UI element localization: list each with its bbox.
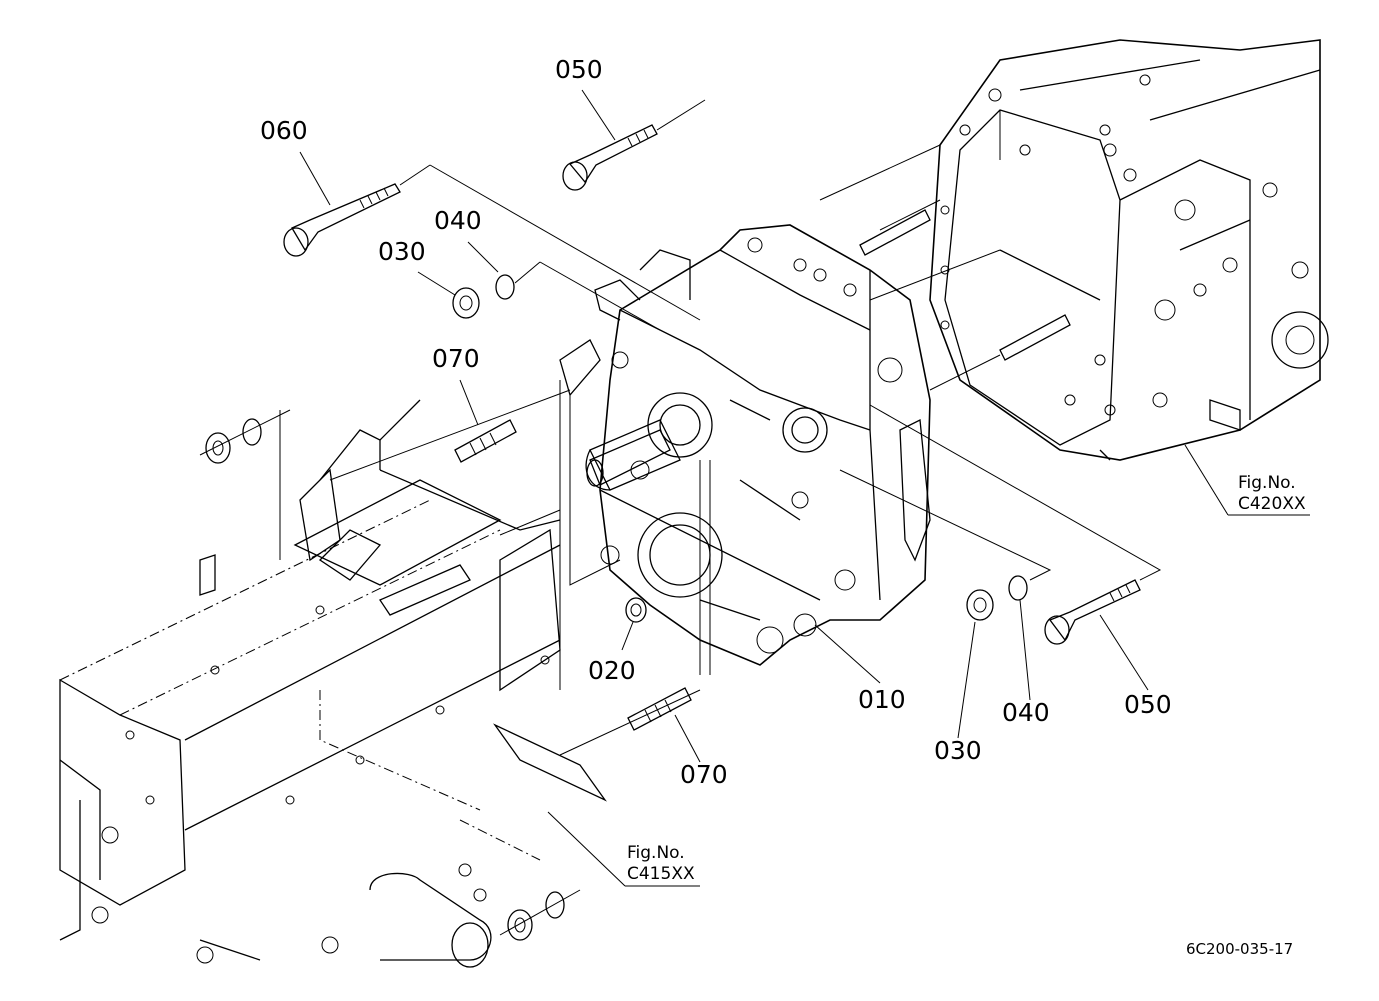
callout-050-upper: 050 — [555, 55, 603, 84]
callout-050-lower: 050 — [1124, 690, 1172, 719]
callout-010: 010 — [858, 685, 906, 714]
callout-leaders — [299, 89, 1310, 887]
nut-washer-upper — [452, 274, 515, 319]
frame-assembly — [59, 380, 607, 968]
stud-070-lower — [627, 687, 692, 731]
assembly-lines — [329, 110, 1162, 756]
frame-nut-washer-bottom — [499, 889, 581, 941]
bolt-060 — [283, 183, 401, 257]
callout-060: 060 — [260, 116, 308, 145]
figure-reference-c415xx[interactable]: Fig.No. C415XX — [627, 843, 695, 886]
callout-070-upper: 070 — [432, 344, 480, 373]
callout-030-upper: 030 — [378, 237, 426, 266]
figure-reference-number: C415XX — [627, 864, 695, 885]
figure-reference-c420xx[interactable]: Fig.No. C420XX — [1238, 473, 1306, 516]
part-020-ring — [625, 597, 647, 623]
figure-reference-label: Fig.No. — [1238, 473, 1296, 493]
bolt-050-lower — [1044, 579, 1141, 645]
drawing-id: 6C200-035-17 — [1186, 940, 1294, 958]
callout-030-lower: 030 — [934, 736, 982, 765]
callout-020: 020 — [588, 656, 636, 685]
figure-reference-number: C420XX — [1238, 494, 1306, 515]
frame-nut-washer-left — [199, 409, 291, 464]
case-studs — [859, 209, 1071, 361]
callout-040-upper: 040 — [434, 206, 482, 235]
bolt-050-upper — [562, 99, 706, 191]
input-shaft — [586, 429, 671, 487]
callout-040-lower: 040 — [1002, 698, 1050, 727]
main-housing — [559, 224, 931, 666]
figure-reference-label: Fig.No. — [627, 843, 685, 863]
stud-070-upper — [454, 419, 517, 463]
nut-washer-lower — [966, 575, 1028, 621]
transmission-case — [929, 39, 1329, 461]
callout-070-lower: 070 — [680, 760, 728, 789]
